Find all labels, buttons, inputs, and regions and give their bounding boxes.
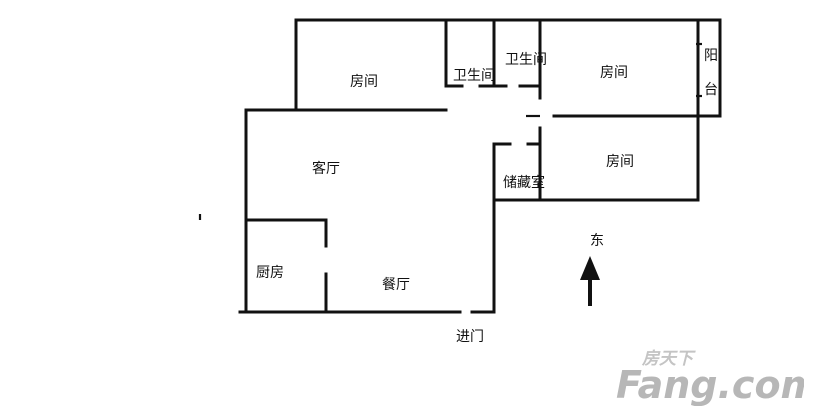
room-labels: 房间 卫生间 卫生间 房间 阳 台 客厅 储藏室 房间 厨房 餐厅 进门: [256, 48, 718, 345]
watermark-chinese: 房天下: [641, 349, 696, 369]
compass-label: 东: [590, 233, 604, 249]
arrow-up-icon: [580, 256, 600, 306]
walls: [198, 18, 722, 314]
fang-watermark-logo: 房天下 Fang.com: [616, 349, 804, 406]
room-label-bedroom-top-right: 房间: [600, 65, 628, 81]
entrance-label: 进门: [456, 329, 484, 345]
room-label-kitchen: 厨房: [256, 265, 284, 281]
room-label-dining-room: 餐厅: [382, 277, 410, 293]
watermark-latin: Fang.com: [616, 363, 804, 406]
room-label-bathroom-left: 卫生间: [453, 68, 495, 84]
room-label-living-room: 客厅: [312, 160, 340, 177]
room-label-bathroom-right: 卫生间: [505, 52, 547, 68]
room-label-bedroom-top-left: 房间: [350, 74, 378, 90]
room-label-balcony-line2: 台: [704, 82, 718, 98]
room-label-bedroom-middle-right: 房间: [606, 154, 634, 170]
room-label-storage-room: 储藏室: [503, 174, 545, 191]
compass: 东: [580, 233, 604, 306]
room-label-balcony-line1: 阳: [704, 48, 718, 64]
